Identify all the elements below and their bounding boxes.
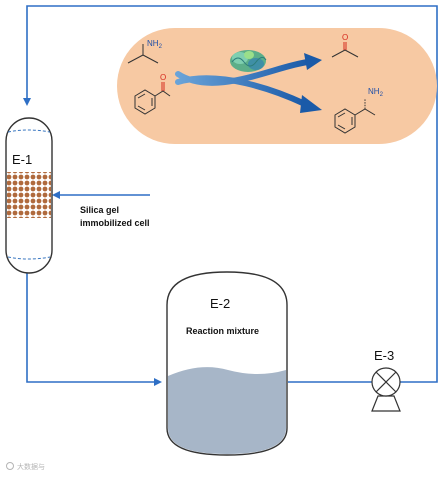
arrow-amine-to-acetone-head — [304, 53, 322, 70]
pump-e3-cross-icon — [375, 371, 397, 393]
reaction-background — [117, 28, 437, 144]
pump-e3-label: E-3 — [374, 348, 394, 363]
vessel-e2-label: E-2 — [210, 296, 230, 311]
acetophenone-molecule — [134, 82, 171, 115]
watermark-text: 大数据与 — [17, 462, 45, 471]
reaction-scheme: NH2 O O — [117, 28, 437, 144]
column-e1-top-dash — [7, 129, 51, 133]
isopropylamine-nh2-label: NH2 — [147, 39, 163, 50]
column-e1-bottom-dash — [7, 256, 51, 260]
acetone-molecule — [331, 42, 359, 58]
pump-e3: E-3 — [371, 348, 401, 412]
column-e1-label: E-1 — [12, 152, 32, 167]
arrow-ketone-to-amine-head — [300, 95, 322, 113]
pipe-e1-to-e2 — [26, 272, 162, 386]
vessel-e2-liquid — [168, 367, 286, 454]
acetophenone-o-label: O — [160, 73, 166, 82]
reaction-mixture-label: Reaction mixture — [186, 326, 259, 336]
phenylethylamine-nh2-label: NH2 — [368, 87, 384, 98]
piping — [23, 5, 438, 386]
pipe-recycle-loop — [23, 5, 438, 383]
immobilized-cell-label: immobilized cell — [80, 218, 150, 228]
phenylethylamine-molecule — [334, 99, 376, 134]
watermark: 大数据与 — [6, 462, 45, 471]
vessel-e2: E-2 Reaction mixture — [166, 271, 288, 456]
isopropylamine-molecule — [127, 44, 159, 64]
column-e1: E-1 — [5, 117, 53, 274]
arrow-ketone-to-amine — [175, 75, 308, 107]
silica-gel-label: Silica gel — [80, 205, 119, 215]
acetone-o-label: O — [342, 33, 348, 42]
enzyme-icon — [230, 50, 267, 72]
column-e1-packing — [7, 172, 51, 218]
pump-e3-base — [371, 395, 401, 412]
